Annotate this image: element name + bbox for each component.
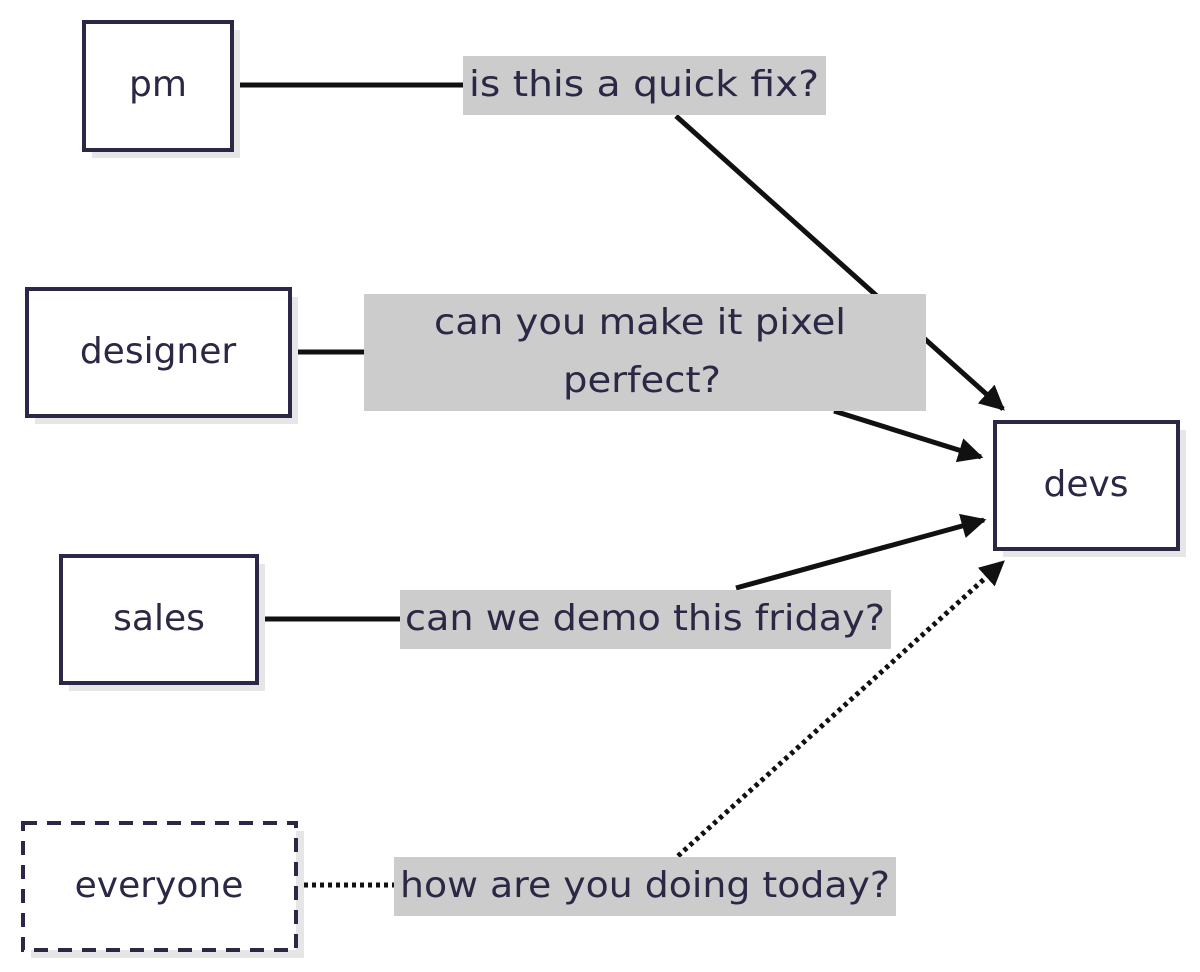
edge-everyone-to-devs	[296, 560, 1005, 888]
node-designer-label: designer	[80, 331, 237, 372]
edge-sales-to-devs	[257, 513, 987, 622]
node-designer[interactable]: designer	[25, 287, 298, 424]
node-everyone[interactable]: everyone	[21, 821, 304, 958]
node-pm-label: pm	[129, 64, 187, 105]
edge-label-everyone: how are you doing today?	[394, 857, 896, 916]
node-devs-label: devs	[1043, 464, 1128, 505]
node-sales-label: sales	[113, 598, 205, 639]
edge-designer-to-devs	[290, 349, 984, 463]
edge-label-sales: can we demo this friday?	[400, 590, 891, 649]
edge-label-sales-text: can we demo this friday?	[405, 598, 885, 639]
node-pm[interactable]: pm	[82, 20, 240, 158]
edge-label-designer-text-line1: can you make it pixel	[434, 302, 846, 343]
node-everyone-label: everyone	[75, 865, 244, 906]
edge-label-pm: is this a quick fix?	[463, 56, 826, 115]
edge-label-designer-text-line2: perfect?	[563, 360, 721, 401]
edge-label-pm-text: is this a quick fix?	[469, 64, 819, 105]
edge-label-designer: can you make it pixel perfect?	[364, 294, 926, 411]
node-devs[interactable]: devs	[993, 420, 1186, 557]
edge-label-everyone-text: how are you doing today?	[400, 865, 890, 906]
edge-pm-to-devs	[233, 82, 1005, 411]
node-sales[interactable]: sales	[59, 554, 265, 691]
